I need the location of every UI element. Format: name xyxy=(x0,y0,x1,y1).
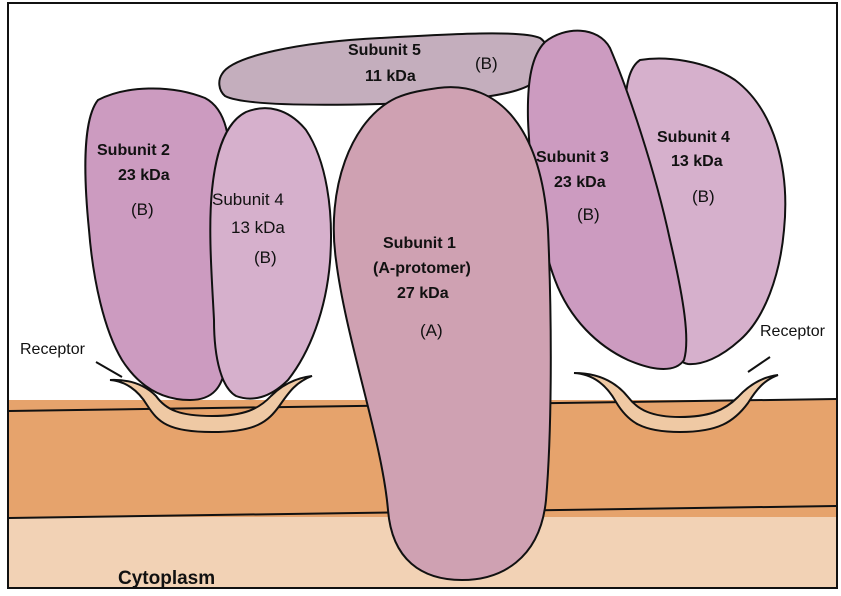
subunit-1-type: (A) xyxy=(420,321,443,340)
subunit-1-mass: 27 kDa xyxy=(397,285,449,302)
subunit-3-name: Subunit 3 xyxy=(536,149,609,166)
receptor-left-label: Receptor xyxy=(20,341,86,358)
cytoplasm-label: Cytoplasm xyxy=(118,568,215,589)
subunit-4-right-type: (B) xyxy=(692,187,715,206)
subunit-2-name: Subunit 2 xyxy=(97,142,170,159)
subunit-5-type: (B) xyxy=(475,54,498,73)
subunit-2-type: (B) xyxy=(131,200,154,219)
subunit-4-left-type: (B) xyxy=(254,248,277,267)
subunit-3-mass: 23 kDa xyxy=(554,174,606,191)
subunit-4-right-name: Subunit 4 xyxy=(657,129,730,146)
subunit-4-left-mass: 13 kDa xyxy=(231,218,285,237)
receptor-right-label: Receptor xyxy=(760,323,826,340)
subunit-5-name: Subunit 5 xyxy=(348,42,421,59)
subunit-2-mass: 23 kDa xyxy=(118,167,170,184)
subunit-2-shape xyxy=(85,88,230,400)
subunit-3-type: (B) xyxy=(577,205,600,224)
receptor-right-pointer xyxy=(748,357,770,372)
subunit-1-name: Subunit 1 xyxy=(383,235,456,252)
subunit-4-left-name: Subunit 4 xyxy=(212,190,284,209)
subunit-1-role: (A-protomer) xyxy=(373,260,471,277)
subunit-5-mass: 11 kDa xyxy=(365,68,416,85)
receptor-left-pointer xyxy=(96,362,122,377)
subunit-4-right-mass: 13 kDa xyxy=(671,153,723,170)
